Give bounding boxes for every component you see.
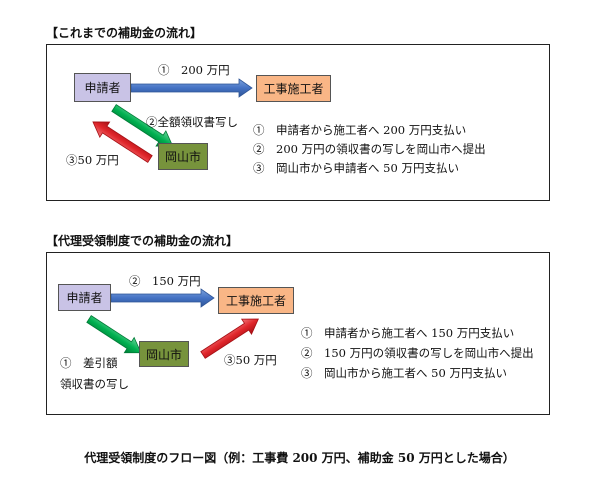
section2-note-1: ① 申請者から施工者へ 150 万円支払い [301,326,515,340]
section2-contractor-node: 工事施工者 [218,287,294,314]
section2-city-node: 岡山市 [139,341,189,367]
section1-note-1: ① 申請者から施工者へ 200 万円支払い [253,123,467,137]
section2-step2-label: ② 150 万円 [129,274,201,288]
section1-note-2: ② 200 万円の領収書の写しを岡山市へ提出 [253,142,486,156]
section2-title: 【代理受領制度での補助金の流れ】 [46,234,239,248]
section2-note-2: ② 150 万円の領収書の写しを岡山市へ提出 [301,346,534,360]
section2-applicant-node: 申請者 [58,284,111,311]
section1-note-3: ③ 岡山市から申請者へ 50 万円支払い [253,161,459,175]
figure-caption: 代理受領制度のフロー図（例：工事費 200 万円、補助金 50 万円とした場合） [84,451,515,465]
section2-notes: ① 申請者から施工者へ 150 万円支払い ② 150 万円の領収書の写しを岡山… [301,322,534,384]
section1-step3-label: ③50 万円 [66,153,119,167]
section2-step3-label: ③50 万円 [224,353,277,367]
section1-city-node: 岡山市 [158,143,208,170]
section1-step2-label: ②全額領収書写し [146,115,238,129]
section1-applicant-node: 申請者 [74,73,131,102]
section2-step1-label-line1: ① 差引額 [60,356,118,370]
section2-step1-label-line2: 領収書の写し [60,377,129,391]
section1-title: 【これまでの補助金の流れ】 [46,26,203,40]
section1-contractor-node: 工事施工者 [256,75,331,102]
section2-note-3: ③ 岡山市から施工者へ 50 万円支払い [301,366,507,380]
section1-step1-label: ① 200 万円 [158,63,230,77]
section1-notes: ① 申請者から施工者へ 200 万円支払い ② 200 万円の領収書の写しを岡山… [253,119,486,179]
